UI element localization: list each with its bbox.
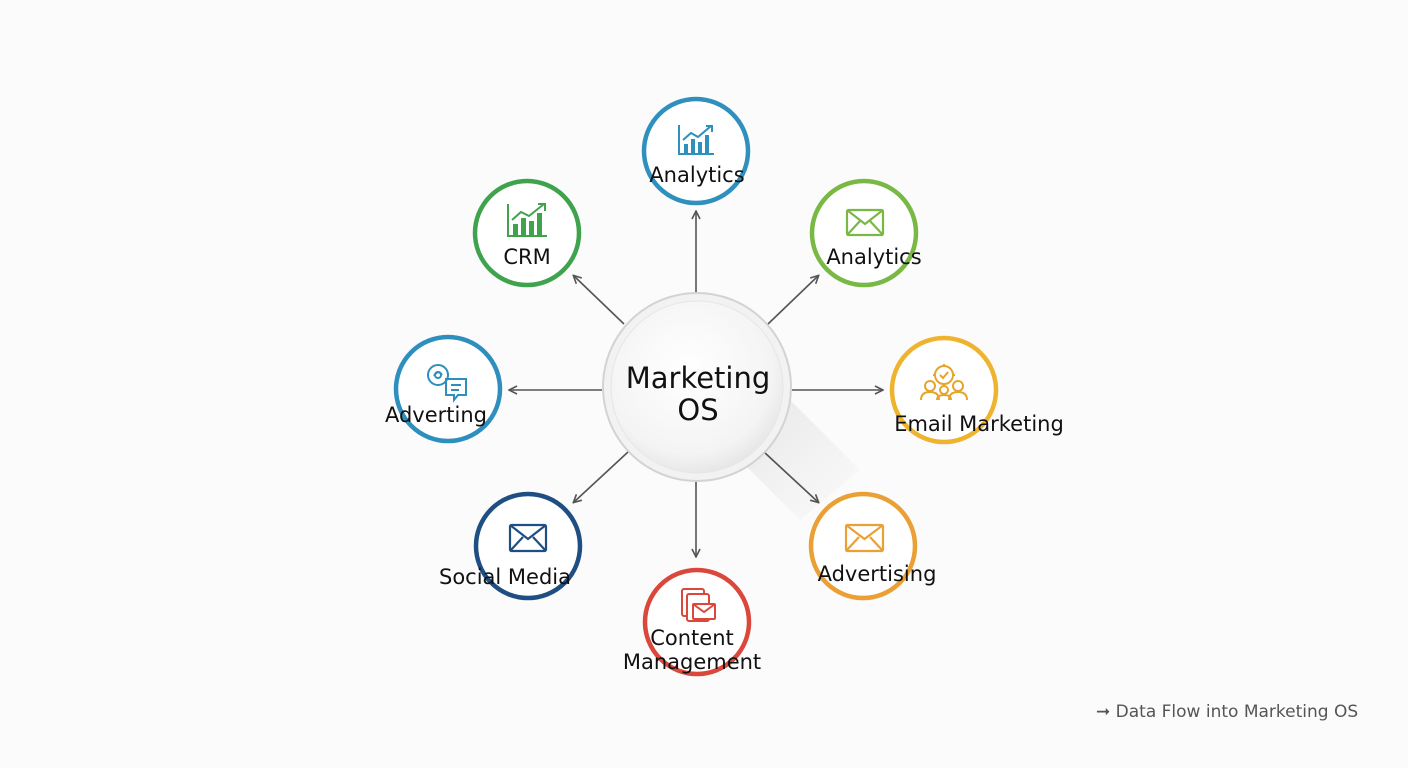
- hub-title-line2: OS: [677, 393, 719, 427]
- node-label-analytics-top: Analytics: [649, 163, 745, 187]
- ring-analytics-right: [809, 178, 919, 288]
- bar-chart-icon: [507, 203, 547, 237]
- caption-text: Data Flow into Marketing OS: [1115, 702, 1359, 722]
- node-label-email-marketing: Email Marketing: [894, 412, 1064, 436]
- node-label-content-line1: Content: [650, 626, 734, 650]
- node-label-social-media: Social Media: [438, 565, 572, 589]
- node-label-content-line2: Management: [622, 650, 762, 674]
- arrow-right-icon: ➞: [1096, 702, 1111, 722]
- ring-advertising: [808, 491, 918, 601]
- documents-envelope-icon: [681, 588, 716, 622]
- connector-crm: [574, 276, 625, 325]
- node-rings: [393, 96, 999, 677]
- node-label-advertising: Advertising: [817, 562, 937, 586]
- ring-email-marketing: [889, 335, 999, 445]
- ring-adverting: [393, 334, 503, 444]
- bar-chart-icon: [678, 125, 714, 155]
- people-gear-icon: [920, 364, 968, 401]
- envelope-icon: [845, 208, 885, 237]
- ring-social-media: [473, 491, 583, 601]
- hub-title-line1: Marketing: [625, 361, 771, 395]
- ring-crm: [472, 178, 582, 288]
- envelope-icon: [508, 523, 548, 553]
- caption: ➞ Data Flow into Marketing OS: [1096, 702, 1358, 722]
- node-label-analytics-right: Analytics: [826, 245, 922, 269]
- hub: [602, 292, 860, 520]
- hub-title: Marketing OS: [626, 362, 771, 426]
- node-label-content-management: Content Management: [623, 626, 761, 674]
- chat-coin-icon: [427, 364, 467, 403]
- connector-analytics-right: [767, 276, 818, 325]
- hub-inner-disc: [610, 300, 784, 474]
- connector-social-media: [574, 451, 629, 502]
- node-label-crm: CRM: [503, 245, 551, 269]
- node-label-adverting: Adverting: [384, 403, 488, 427]
- envelope-icon: [844, 523, 885, 553]
- ring-analytics-top: [641, 96, 751, 206]
